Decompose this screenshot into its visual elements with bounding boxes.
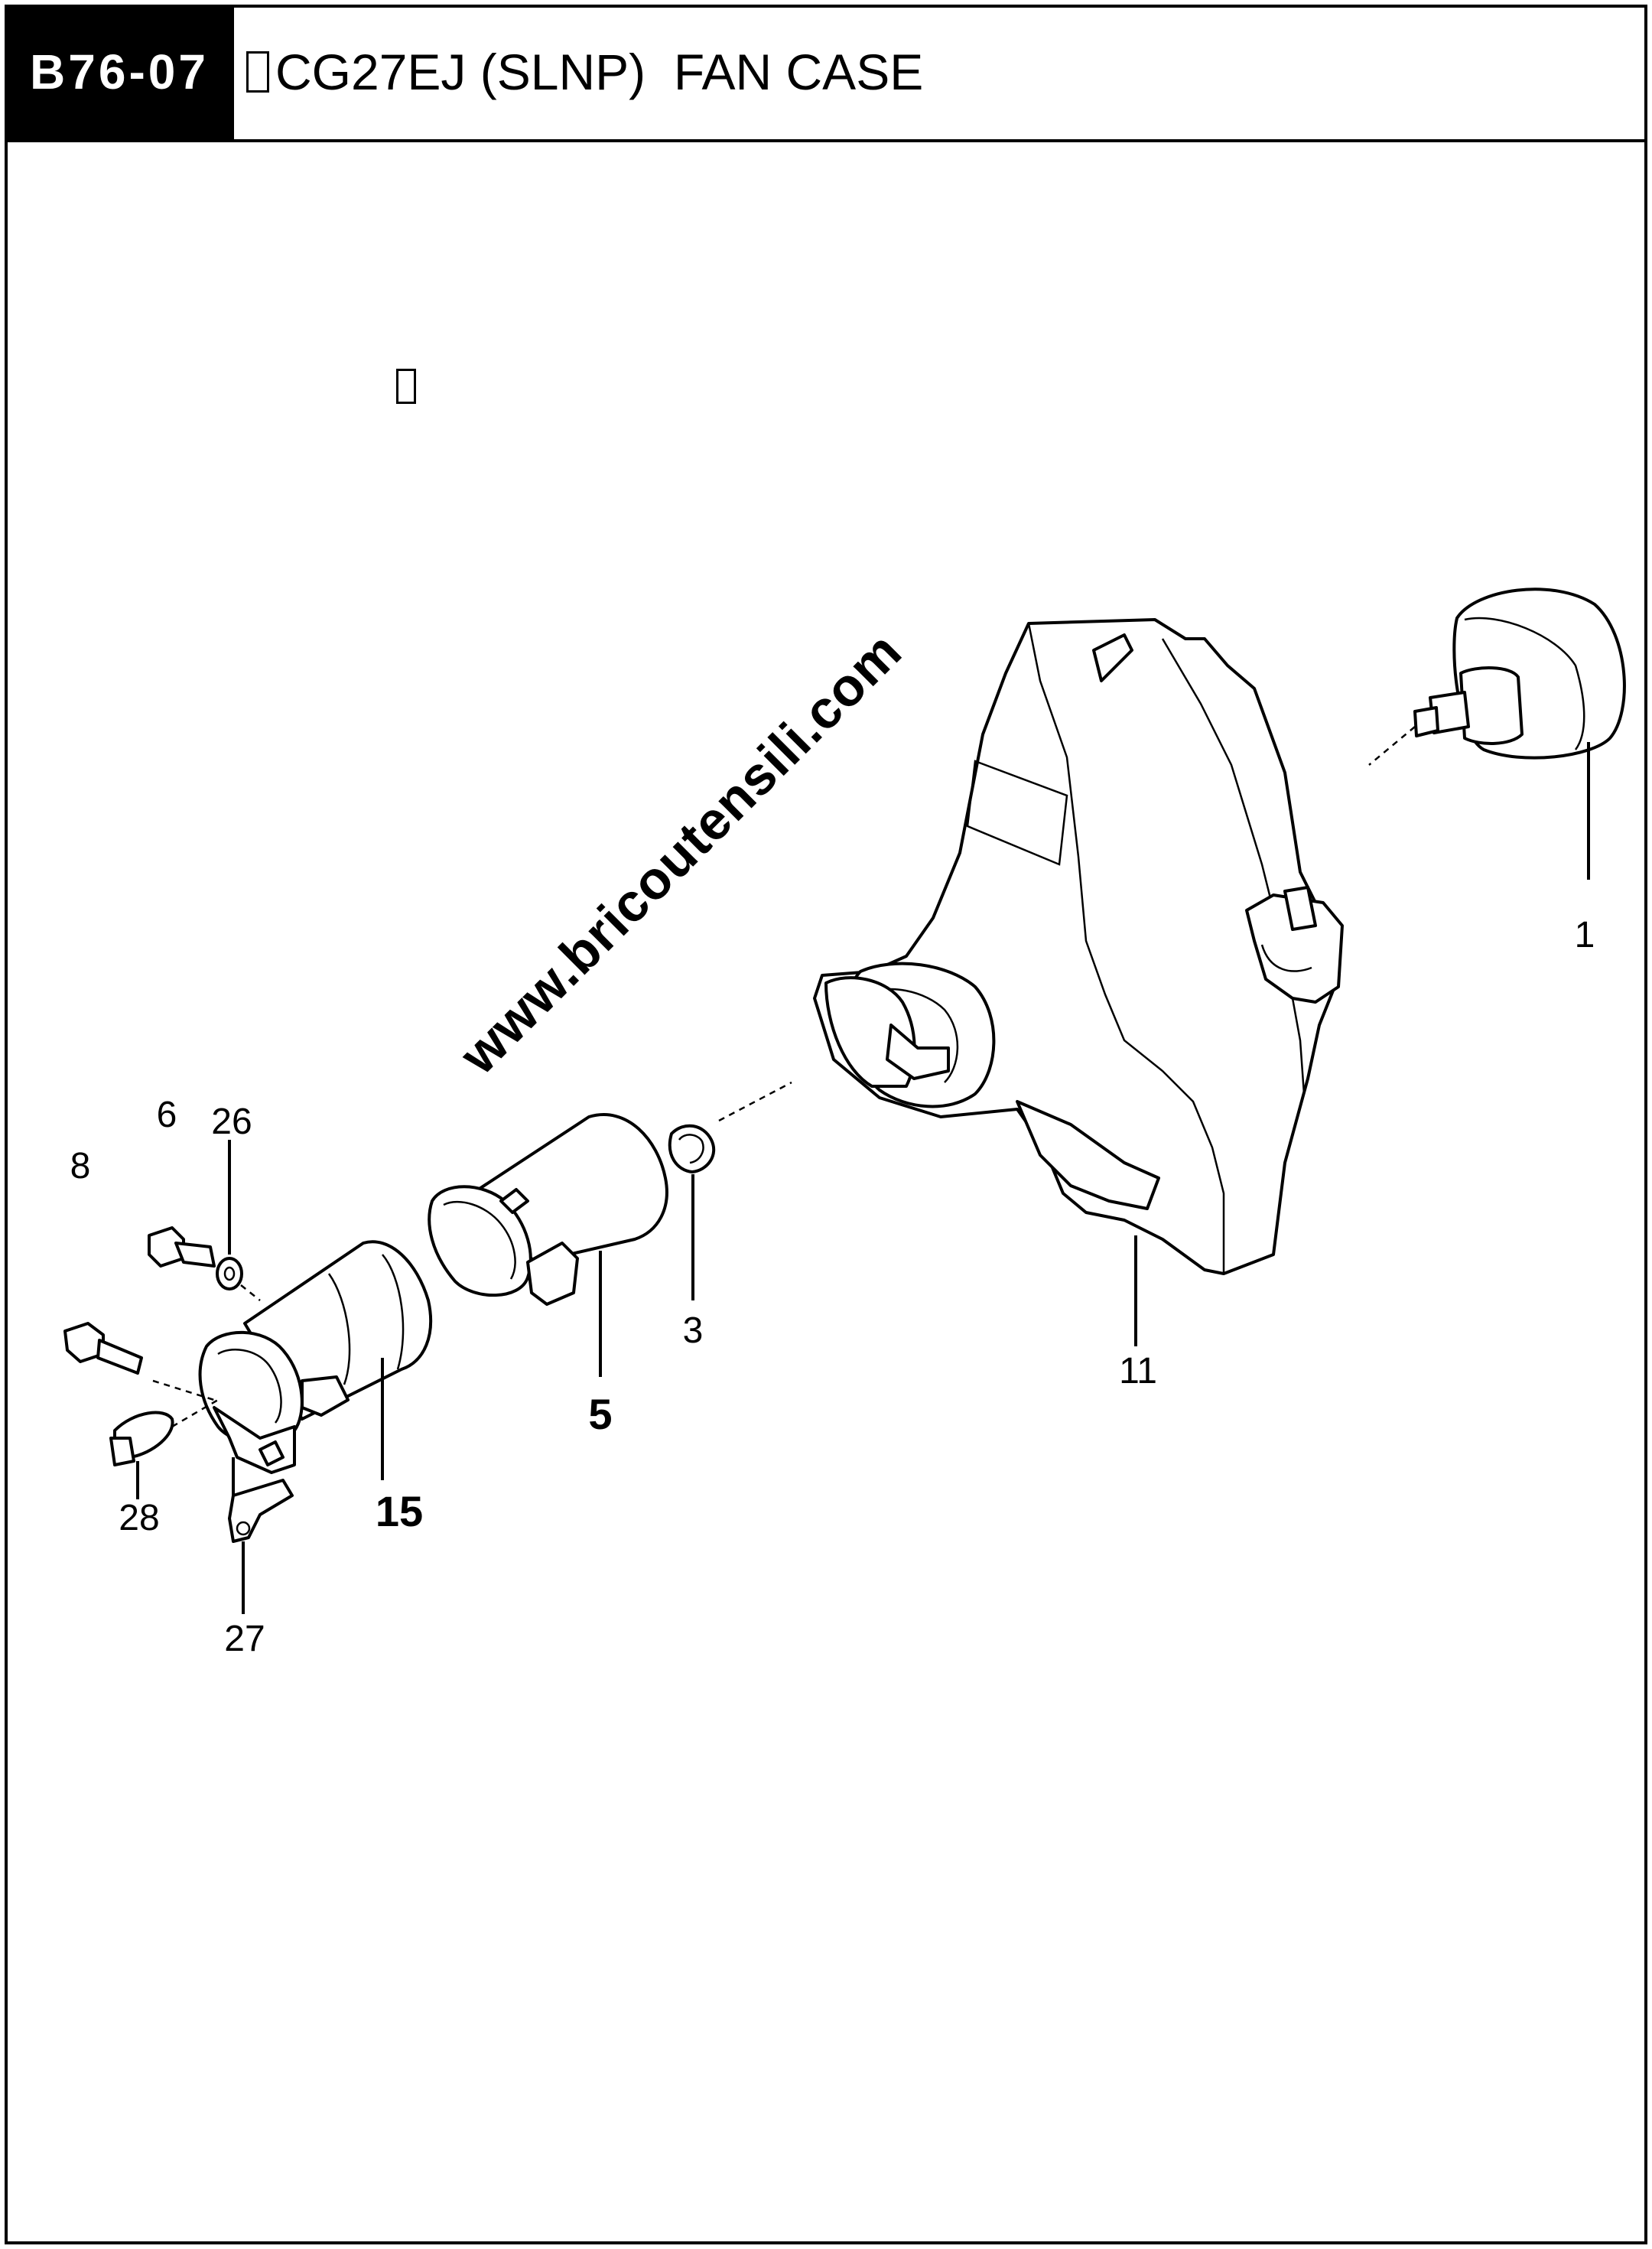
bolt-icon [63,1322,143,1375]
diagram-title: CG27EJ (SLNP) FAN CASE [275,44,924,100]
callout-6: 6 [157,1095,177,1135]
missing-glyph-icon [246,51,269,93]
page-frame [5,5,1647,2244]
bolt-icon [148,1226,216,1268]
callout-5: 5 [588,1390,612,1438]
diagram-title-row: CG27EJ (SLNP) FAN CASE [246,5,923,139]
callout-26: 26 [211,1102,252,1142]
diagram-code: B76-07 [5,5,234,139]
knob-icon [109,1411,174,1499]
fan-case-icon [813,618,1344,1346]
clutch-drum-icon [1368,587,1626,880]
callout-1: 1 [1575,915,1595,955]
callout-11: 11 [1119,1351,1157,1391]
header: B76-07 CG27EJ (SLNP) FAN CASE [5,5,1647,142]
callout-8: 8 [70,1146,91,1186]
callout-15: 15 [376,1487,423,1535]
callout-3: 3 [683,1310,704,1351]
plate-icon [228,1457,294,1614]
callout-28: 28 [119,1498,159,1538]
washer-icon [216,1140,261,1301]
snap-ring-icon [668,1081,792,1300]
callout-27: 27 [224,1619,265,1659]
missing-glyph-icon [396,369,416,404]
shaft-holder-icon [152,1240,433,1480]
clamp-sleeve-icon [428,1113,668,1377]
